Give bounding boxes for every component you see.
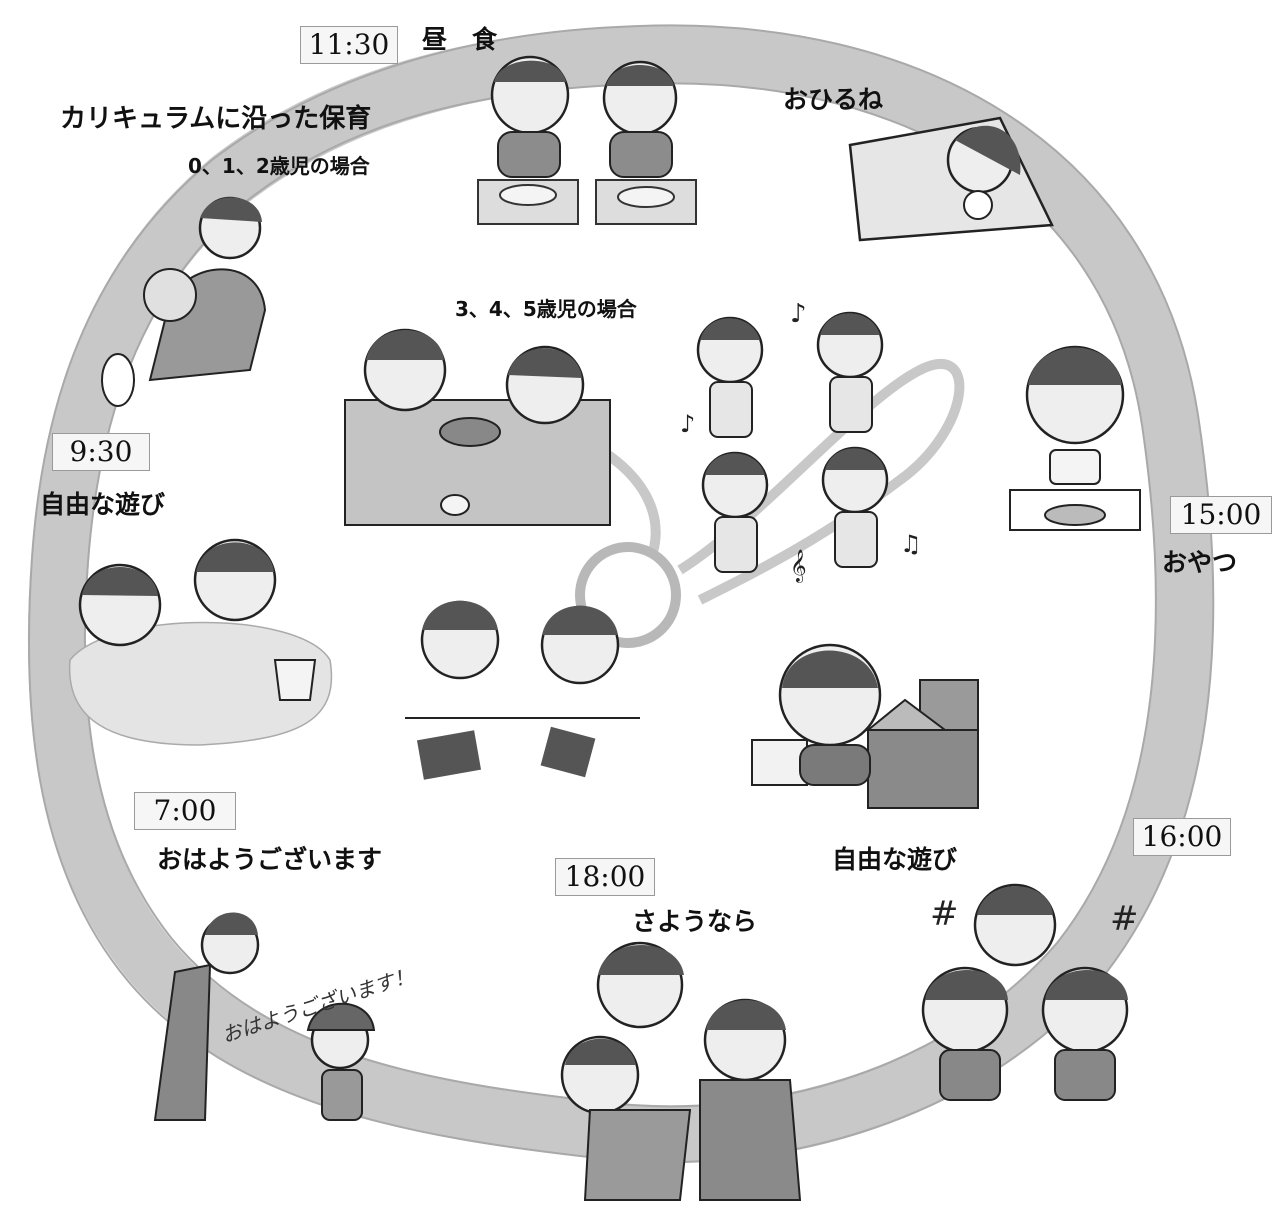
lunch-scene xyxy=(477,55,697,225)
activity-label-nap: おひるね xyxy=(783,85,884,114)
sandbox-scene xyxy=(68,538,333,746)
afternoon-play-scene: # # xyxy=(921,883,1139,1101)
activity-label-goodbye: さようなら xyxy=(632,907,758,936)
svg-text:#: # xyxy=(930,894,959,934)
time-label-1500: 15:00 xyxy=(1170,496,1272,534)
blocks-scene xyxy=(751,643,979,809)
infant-care-scene xyxy=(101,196,267,407)
time-label-1800: 18:00 xyxy=(555,858,655,896)
time-label-1130: 11:30 xyxy=(300,26,398,64)
svg-text:♪: ♪ xyxy=(790,299,807,329)
svg-text:#: # xyxy=(1110,899,1139,939)
svg-text:♪: ♪ xyxy=(680,410,695,438)
svg-text:♫: ♫ xyxy=(900,530,922,558)
time-label-0930: 9:30 xyxy=(52,433,150,471)
schedule-track xyxy=(27,25,1214,1164)
svg-text:𝄞: 𝄞 xyxy=(790,549,807,583)
activity-label-snack: おやつ xyxy=(1162,548,1238,577)
inner-loop-track-right xyxy=(677,359,965,605)
activity-label-lunch: 昼 食 xyxy=(422,25,498,54)
activity-label-greeting: おはようございます xyxy=(157,845,383,874)
singing-scene: ♪ ♪ ♫ 𝄞 xyxy=(680,299,922,583)
subtitle-preschool: 3、4、5歳児の場合 xyxy=(455,297,637,321)
morning-greeting-scene xyxy=(153,912,376,1121)
activity-label-free-play-afternoon: 自由な遊び xyxy=(832,845,958,874)
time-label-0700: 7:00 xyxy=(134,792,236,830)
subtitle-infant: 0、1、2歳児の場合 xyxy=(188,154,370,178)
schedule-track-outer-edge xyxy=(27,24,1215,1163)
nap-scene xyxy=(848,116,1054,242)
crafts-scene xyxy=(344,328,611,526)
snack-scene xyxy=(1009,345,1141,531)
paper-craft-scene xyxy=(405,600,640,780)
goodbye-scene xyxy=(560,941,802,1201)
time-label-1600: 16:00 xyxy=(1133,818,1231,856)
activity-label-free-play-morning: 自由な遊び xyxy=(40,490,166,519)
page-title: カリキュラムに沿った保育 xyxy=(60,104,372,134)
